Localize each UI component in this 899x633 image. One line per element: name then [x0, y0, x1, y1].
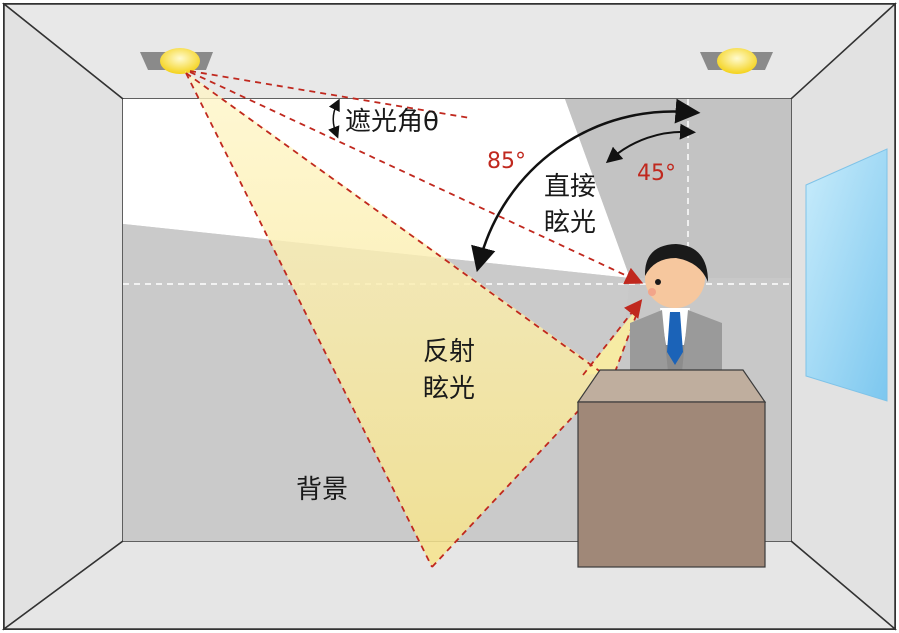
beam-edge-ray [185, 72, 433, 568]
head [645, 248, 705, 308]
lamp-to-desk-ray [185, 72, 606, 376]
ceiling-lamp-right [700, 48, 773, 74]
jacket-right [682, 310, 722, 372]
window [805, 148, 888, 402]
background-label: 背景 [296, 475, 348, 505]
direct-glare-label-line1: 直接 [544, 172, 596, 202]
direct-glare-ray [189, 71, 644, 285]
desk-front [577, 401, 766, 568]
angle-45-label: 45° [637, 161, 676, 186]
angle-85-label: 85° [487, 149, 526, 174]
hair [644, 244, 708, 282]
angle-45-arc [605, 123, 696, 164]
reflected-glare-label-line2: 眩光 [423, 374, 475, 404]
reflected-glare-label-line1: 反射 [423, 337, 475, 367]
left-wall [3, 2, 124, 631]
desk-top [576, 369, 767, 403]
light-rays [185, 70, 644, 568]
desk [576, 369, 767, 568]
ceiling [1, 3, 897, 100]
cutoff-angle-label: 遮光角θ [345, 107, 439, 137]
direct-glare-label-line2: 眩光 [544, 208, 596, 238]
jacket-left [630, 310, 668, 372]
reflection-to-eye-ray [582, 299, 643, 376]
ceiling-lamp-left [140, 48, 213, 74]
cheek [648, 288, 656, 296]
angle-85-arc [471, 98, 701, 273]
cutoff-ray [189, 70, 471, 119]
cutoff-angle-arrow [328, 98, 340, 139]
eye [655, 279, 661, 285]
reflection-to-eye-ray-2 [614, 304, 641, 373]
tie [667, 312, 683, 365]
person [630, 244, 722, 372]
reflected-light-beam [185, 71, 610, 567]
